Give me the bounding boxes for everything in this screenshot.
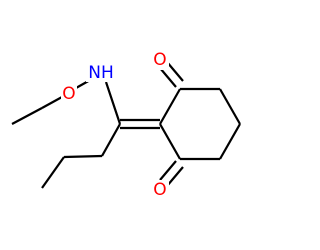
- bond-ring-c2-c1: [159, 88, 181, 125]
- ketone-oxygen-bottom-label: O: [153, 180, 166, 200]
- bond-ring-c6-c5: [219, 88, 241, 125]
- molecule-structure: NH O O O: [11, 50, 241, 200]
- bond-propyl2-propyl3: [41, 156, 65, 189]
- bond-propyl1-propyl2: [63, 154, 103, 159]
- bond-ch2-o: [41, 96, 63, 109]
- bond-ring-c5-c4: [219, 123, 241, 160]
- nitrogen-label: NH: [88, 63, 114, 83]
- ether-oxygen-label: O: [62, 84, 75, 104]
- ketone-oxygen-top-label: O: [153, 50, 166, 70]
- bond-carbonyl-top-a: [159, 67, 177, 88]
- bond-carbonyl-bottom-b: [166, 166, 184, 187]
- bond-carbonyl-bottom-a: [159, 160, 177, 181]
- bond-carbonyl-top-b: [166, 61, 184, 82]
- bond-n-c: [104, 81, 122, 125]
- bond-c-propyl1: [101, 123, 121, 157]
- bond-methyl-ch2: [11, 107, 43, 125]
- bond-ring-c3-c2: [159, 123, 181, 160]
